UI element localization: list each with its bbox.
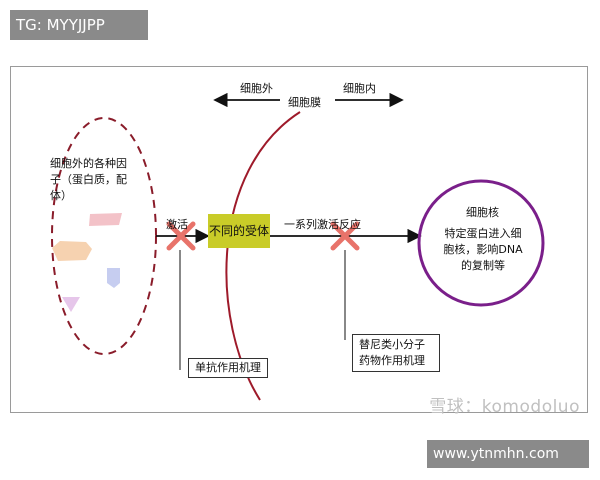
activation-label: 激活 [166, 218, 188, 231]
factor-shape-blue [107, 268, 120, 288]
receptor-box: 不同的受体 [208, 214, 270, 248]
watermark-top: TG: MYYJJPP [10, 10, 148, 40]
factor-shape-pink [89, 213, 122, 226]
diagram-frame [10, 66, 588, 413]
factor-shape-orange [52, 241, 92, 261]
nucleus-title: 细胞核 [466, 206, 499, 219]
watermark-bottom: www.ytnmhn.com [427, 440, 589, 468]
cascade-label: 一系列激活反应 [284, 218, 361, 231]
factors-label: 细胞外的各种因子（蛋白质，配体） [50, 157, 127, 202]
block-x-icon [166, 221, 196, 251]
antibody-mechanism-box: 单抗作用机理 [188, 358, 268, 378]
nucleus-body: 特定蛋白进入细胞核，影响DNA的复制等 [443, 227, 523, 272]
watermark-logo: 雪球：komodoluo [429, 397, 580, 417]
membrane-curve [225, 111, 301, 401]
extracellular-dashed-ellipse [51, 117, 157, 355]
block-x-icon [330, 221, 360, 251]
membrane-label: 细胞膜 [288, 96, 321, 109]
outside-label: 细胞外 [240, 82, 273, 95]
inside-label: 细胞内 [343, 82, 376, 95]
tki-mechanism-box: 替尼类小分子药物作用机理 [352, 334, 440, 372]
nucleus-circle [417, 179, 545, 307]
factor-shape-violet [62, 297, 80, 312]
